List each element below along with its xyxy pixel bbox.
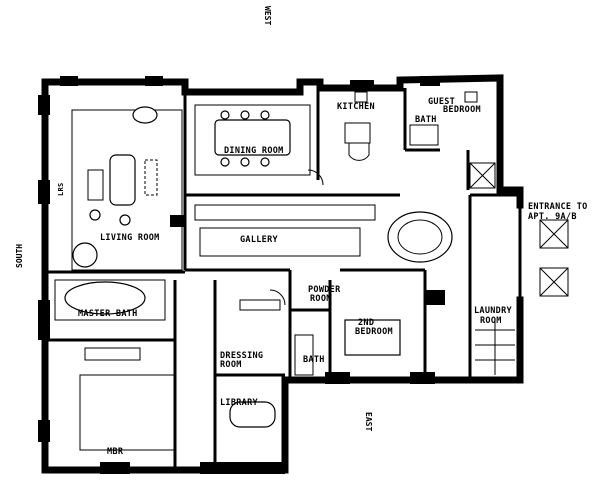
interior-walls bbox=[45, 88, 520, 470]
label-gallery: GALLERY bbox=[240, 235, 279, 245]
label-mbr: MBR bbox=[107, 447, 124, 457]
label-lrs: LRS bbox=[57, 182, 65, 196]
label-guest-bedroom-2: BEDROOM bbox=[443, 105, 481, 115]
label-library: LIBRARY bbox=[220, 398, 259, 408]
label-laundry-room-2: ROOM bbox=[480, 316, 502, 326]
label-entrance: ENTRANCE TO bbox=[528, 202, 588, 212]
label-laundry-room: LAUNDRY bbox=[474, 306, 513, 316]
exterior-walls bbox=[38, 74, 524, 474]
compass-south: SOUTH bbox=[15, 244, 24, 268]
label-dressing-room-2: ROOM bbox=[220, 360, 242, 370]
label-kitchen: KITCHEN bbox=[337, 102, 375, 112]
compass-east: EAST bbox=[364, 412, 373, 431]
label-guest-bedroom: GUEST bbox=[428, 97, 455, 107]
label-living-room: LIVING ROOM bbox=[100, 233, 160, 243]
furniture bbox=[54, 91, 569, 451]
label-entrance-apt: APT. 9A/B bbox=[528, 212, 577, 222]
label-second-bedroom-2: BEDROOM bbox=[355, 327, 393, 337]
compass-west: WEST bbox=[263, 6, 272, 25]
label-bath: BATH bbox=[303, 355, 325, 365]
label-guest-bath: BATH bbox=[415, 115, 437, 125]
label-powder-room: POWDER bbox=[308, 285, 341, 295]
label-powder-room-2: ROOM bbox=[310, 294, 332, 304]
label-dressing-room: DRESSING bbox=[220, 351, 263, 361]
label-dining-room: DINING ROOM bbox=[224, 146, 284, 156]
label-master-bath: MASTER BATH bbox=[78, 309, 138, 319]
label-second-bedroom: 2ND bbox=[358, 318, 374, 328]
